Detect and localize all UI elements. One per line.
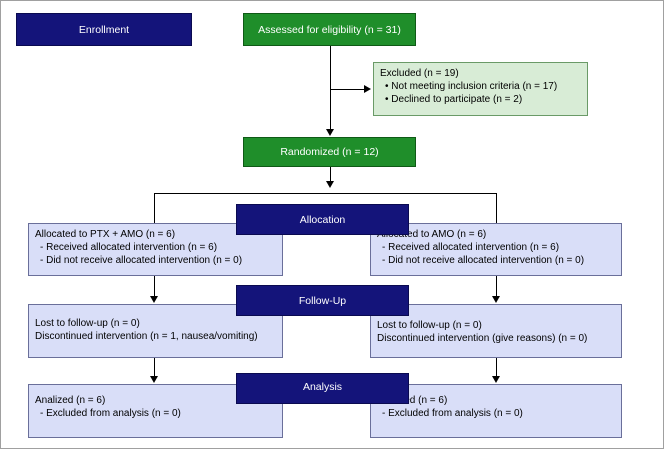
arrow-to-randomized [326,129,334,136]
connector-to-excluded [330,89,364,90]
phase-follow-up: Follow-Up [236,285,409,316]
excluded-item: • Not meeting inclusion criteria (n = 17… [385,81,558,92]
assessed-label: Assessed for eligibility (n = 31) [258,23,401,36]
arrow-randomized-down [326,181,334,188]
connector-left-followup-to-analysis [154,358,155,376]
connector-assessed-to-randomized [330,46,331,129]
left-allocation-line: - Received allocated intervention (n = 6… [40,242,218,253]
left-followup-line: Discontinued intervention (n = 1, nausea… [35,331,258,342]
right-allocation-line: Allocated to AMO (n = 6) [377,229,487,240]
excluded-box: Excluded (n = 19) • Not meeting inclusio… [373,62,588,116]
arrow-to-excluded [364,85,371,93]
connector-split-left [154,193,155,223]
left-analysis-line: Analized (n = 6) [35,395,106,406]
connector-split-right [496,193,497,223]
right-allocation-line: - Received allocated intervention (n = 6… [382,242,560,253]
right-followup-box: Lost to follow-up (n = 0) Discontinued i… [370,304,622,358]
arrow-left-to-analysis [150,376,158,383]
left-analysis-line: - Excluded from analysis (n = 0) [40,408,181,419]
right-analysis-line: Analized (n = 6) [377,395,448,406]
phase-follow-up-label: Follow-Up [298,294,347,307]
left-followup-line: Lost to follow-up (n = 0) [35,318,140,329]
right-analysis-box: Analized (n = 6) - Excluded from analysi… [370,384,622,438]
assessed-box: Assessed for eligibility (n = 31) [243,13,416,46]
left-allocation-line: - Did not receive allocated intervention… [40,255,243,266]
right-allocation-box: Allocated to AMO (n = 6) - Received allo… [370,223,622,276]
phase-enrollment-label: Enrollment [78,23,130,36]
randomized-box: Randomized (n = 12) [243,137,416,167]
left-allocation-line: Allocated to PTX + AMO (n = 6) [35,229,176,240]
phase-analysis-label: Analysis [302,381,343,393]
excluded-item: • Declined to participate (n = 2) [385,94,523,105]
right-analysis-line: - Excluded from analysis (n = 0) [382,408,523,419]
connector-right-followup-to-analysis [496,358,497,376]
right-followup-line: Lost to follow-up (n = 0) [377,320,482,331]
phase-enrollment: Enrollment [16,13,192,46]
connector-split-horizontal [154,193,497,194]
randomized-label: Randomized (n = 12) [280,146,379,158]
connector-right-alloc-to-followup [496,276,497,296]
excluded-title: Excluded (n = 19) [380,68,459,79]
arrow-right-to-followup [492,296,500,303]
phase-analysis: Analysis [236,373,409,404]
right-followup-line: Discontinued intervention (give reasons)… [377,333,588,344]
phase-allocation: Allocation [236,204,409,235]
arrow-left-to-followup [150,296,158,303]
arrow-right-to-analysis [492,376,500,383]
phase-allocation-label: Allocation [299,213,346,226]
connector-left-alloc-to-followup [154,276,155,296]
right-allocation-line: - Did not receive allocated intervention… [382,255,585,266]
connector-randomized-down [330,167,331,181]
